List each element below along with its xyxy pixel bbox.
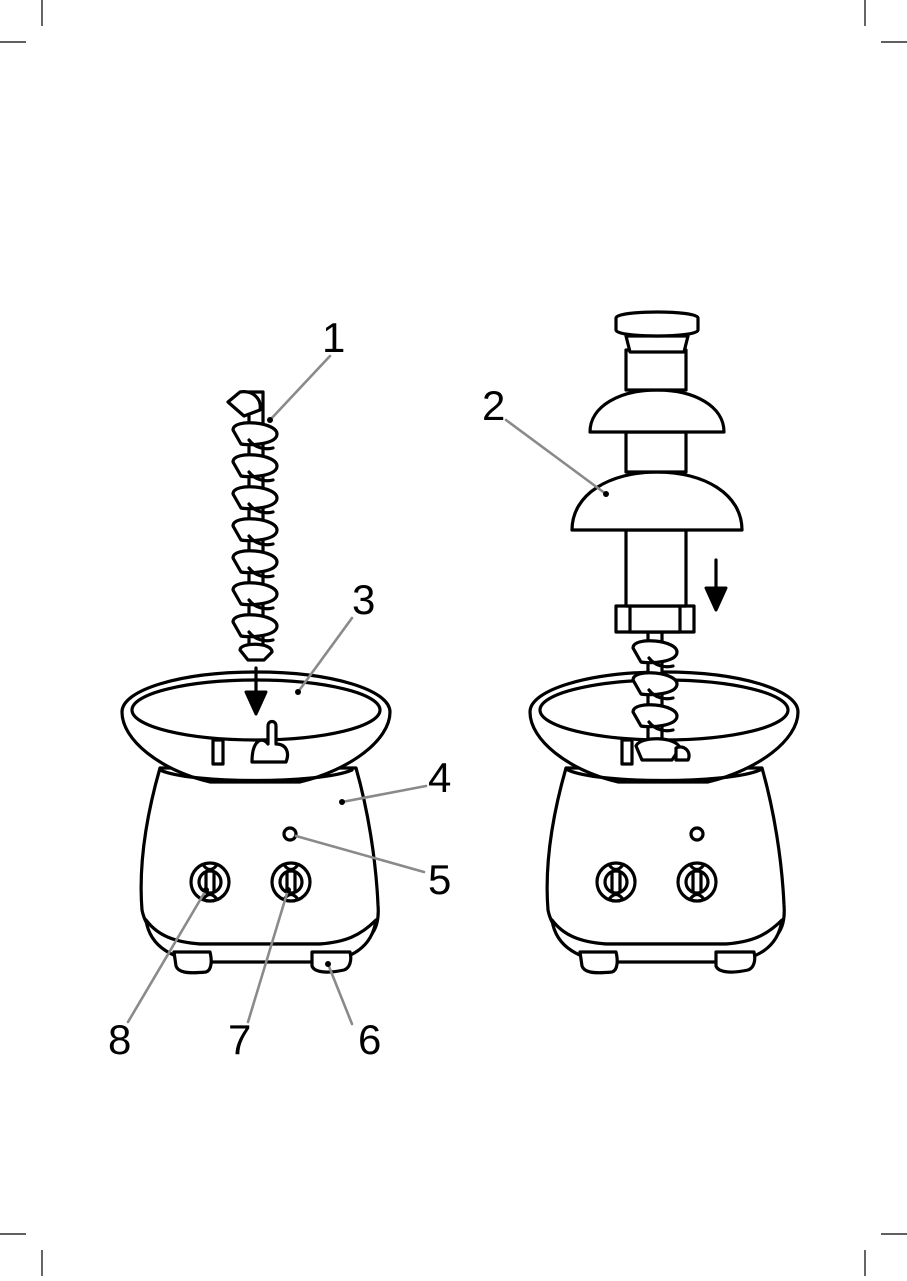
control-knob-icon xyxy=(597,863,635,901)
control-knob-icon xyxy=(678,863,716,901)
auger-icon xyxy=(228,392,277,660)
control-knob-icon xyxy=(272,863,310,901)
callout-4: 4 xyxy=(428,754,451,801)
tower-tier-icon xyxy=(572,472,742,530)
indicator-light-icon xyxy=(691,828,703,840)
callout-5: 5 xyxy=(428,856,451,903)
foot-icon xyxy=(716,952,755,972)
foot-icon xyxy=(580,952,617,973)
callout-3: 3 xyxy=(352,576,375,623)
control-knob-icon xyxy=(191,863,229,901)
callout-7: 7 xyxy=(228,1016,251,1063)
arrow-down-icon xyxy=(706,588,726,610)
base-housing xyxy=(141,768,378,944)
indicator-light-icon xyxy=(284,828,296,840)
callout-8: 8 xyxy=(108,1016,131,1063)
right-figure xyxy=(530,312,798,973)
tower-crown xyxy=(616,312,698,336)
callout-2: 2 xyxy=(482,382,505,429)
left-figure xyxy=(122,392,390,973)
foot-icon xyxy=(174,952,211,973)
tower-tier-icon xyxy=(590,390,724,432)
callout-6: 6 xyxy=(358,1016,381,1063)
callout-1: 1 xyxy=(322,314,345,361)
